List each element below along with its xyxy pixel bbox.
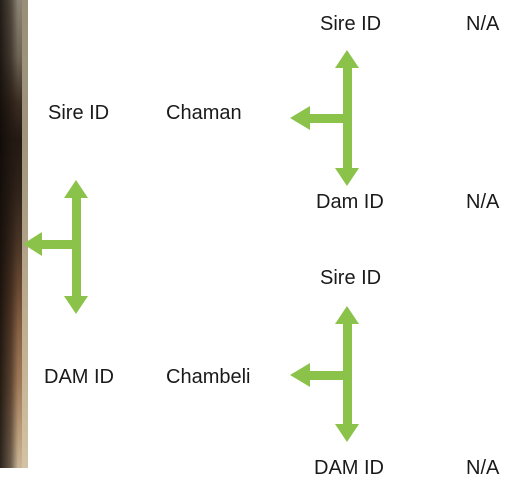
- sire-name: Chaman: [166, 102, 242, 124]
- fork-sire-parents: [290, 50, 359, 186]
- animal-photo: [0, 0, 28, 468]
- maternal-granddam-label: DAM ID: [314, 457, 384, 479]
- fork-horizontal-bar: [308, 114, 350, 123]
- arrow-left-head: [290, 363, 310, 387]
- arrow-up-head: [335, 50, 359, 68]
- fork-parents-to-animal: [23, 180, 88, 314]
- photo-background: [22, 0, 28, 468]
- paternal-granddam-label: Dam ID: [316, 191, 384, 213]
- paternal-grandsire-value: N/A: [466, 13, 500, 35]
- dam-name: Chambeli: [166, 366, 251, 388]
- arrow-down-head: [335, 168, 359, 186]
- photo-shadow: [0, 0, 18, 468]
- maternal-grandsire-label: Sire ID: [320, 267, 382, 289]
- maternal-granddam-value: N/A: [466, 457, 500, 479]
- arrow-down-head: [335, 424, 359, 442]
- arrow-down-head: [64, 296, 88, 314]
- arrow-left-head: [290, 106, 310, 130]
- sire-id-label: Sire ID: [48, 102, 110, 124]
- fork-horizontal-bar: [308, 371, 350, 380]
- fork-horizontal-bar: [40, 240, 78, 249]
- paternal-grandsire-label: Sire ID: [320, 13, 382, 35]
- paternal-granddam-value: N/A: [466, 191, 500, 213]
- arrow-up-head: [64, 180, 88, 198]
- arrow-left-head: [23, 232, 42, 256]
- fork-dam-parents: [290, 306, 359, 442]
- arrow-up-head: [335, 306, 359, 324]
- dam-id-label: DAM ID: [44, 366, 114, 388]
